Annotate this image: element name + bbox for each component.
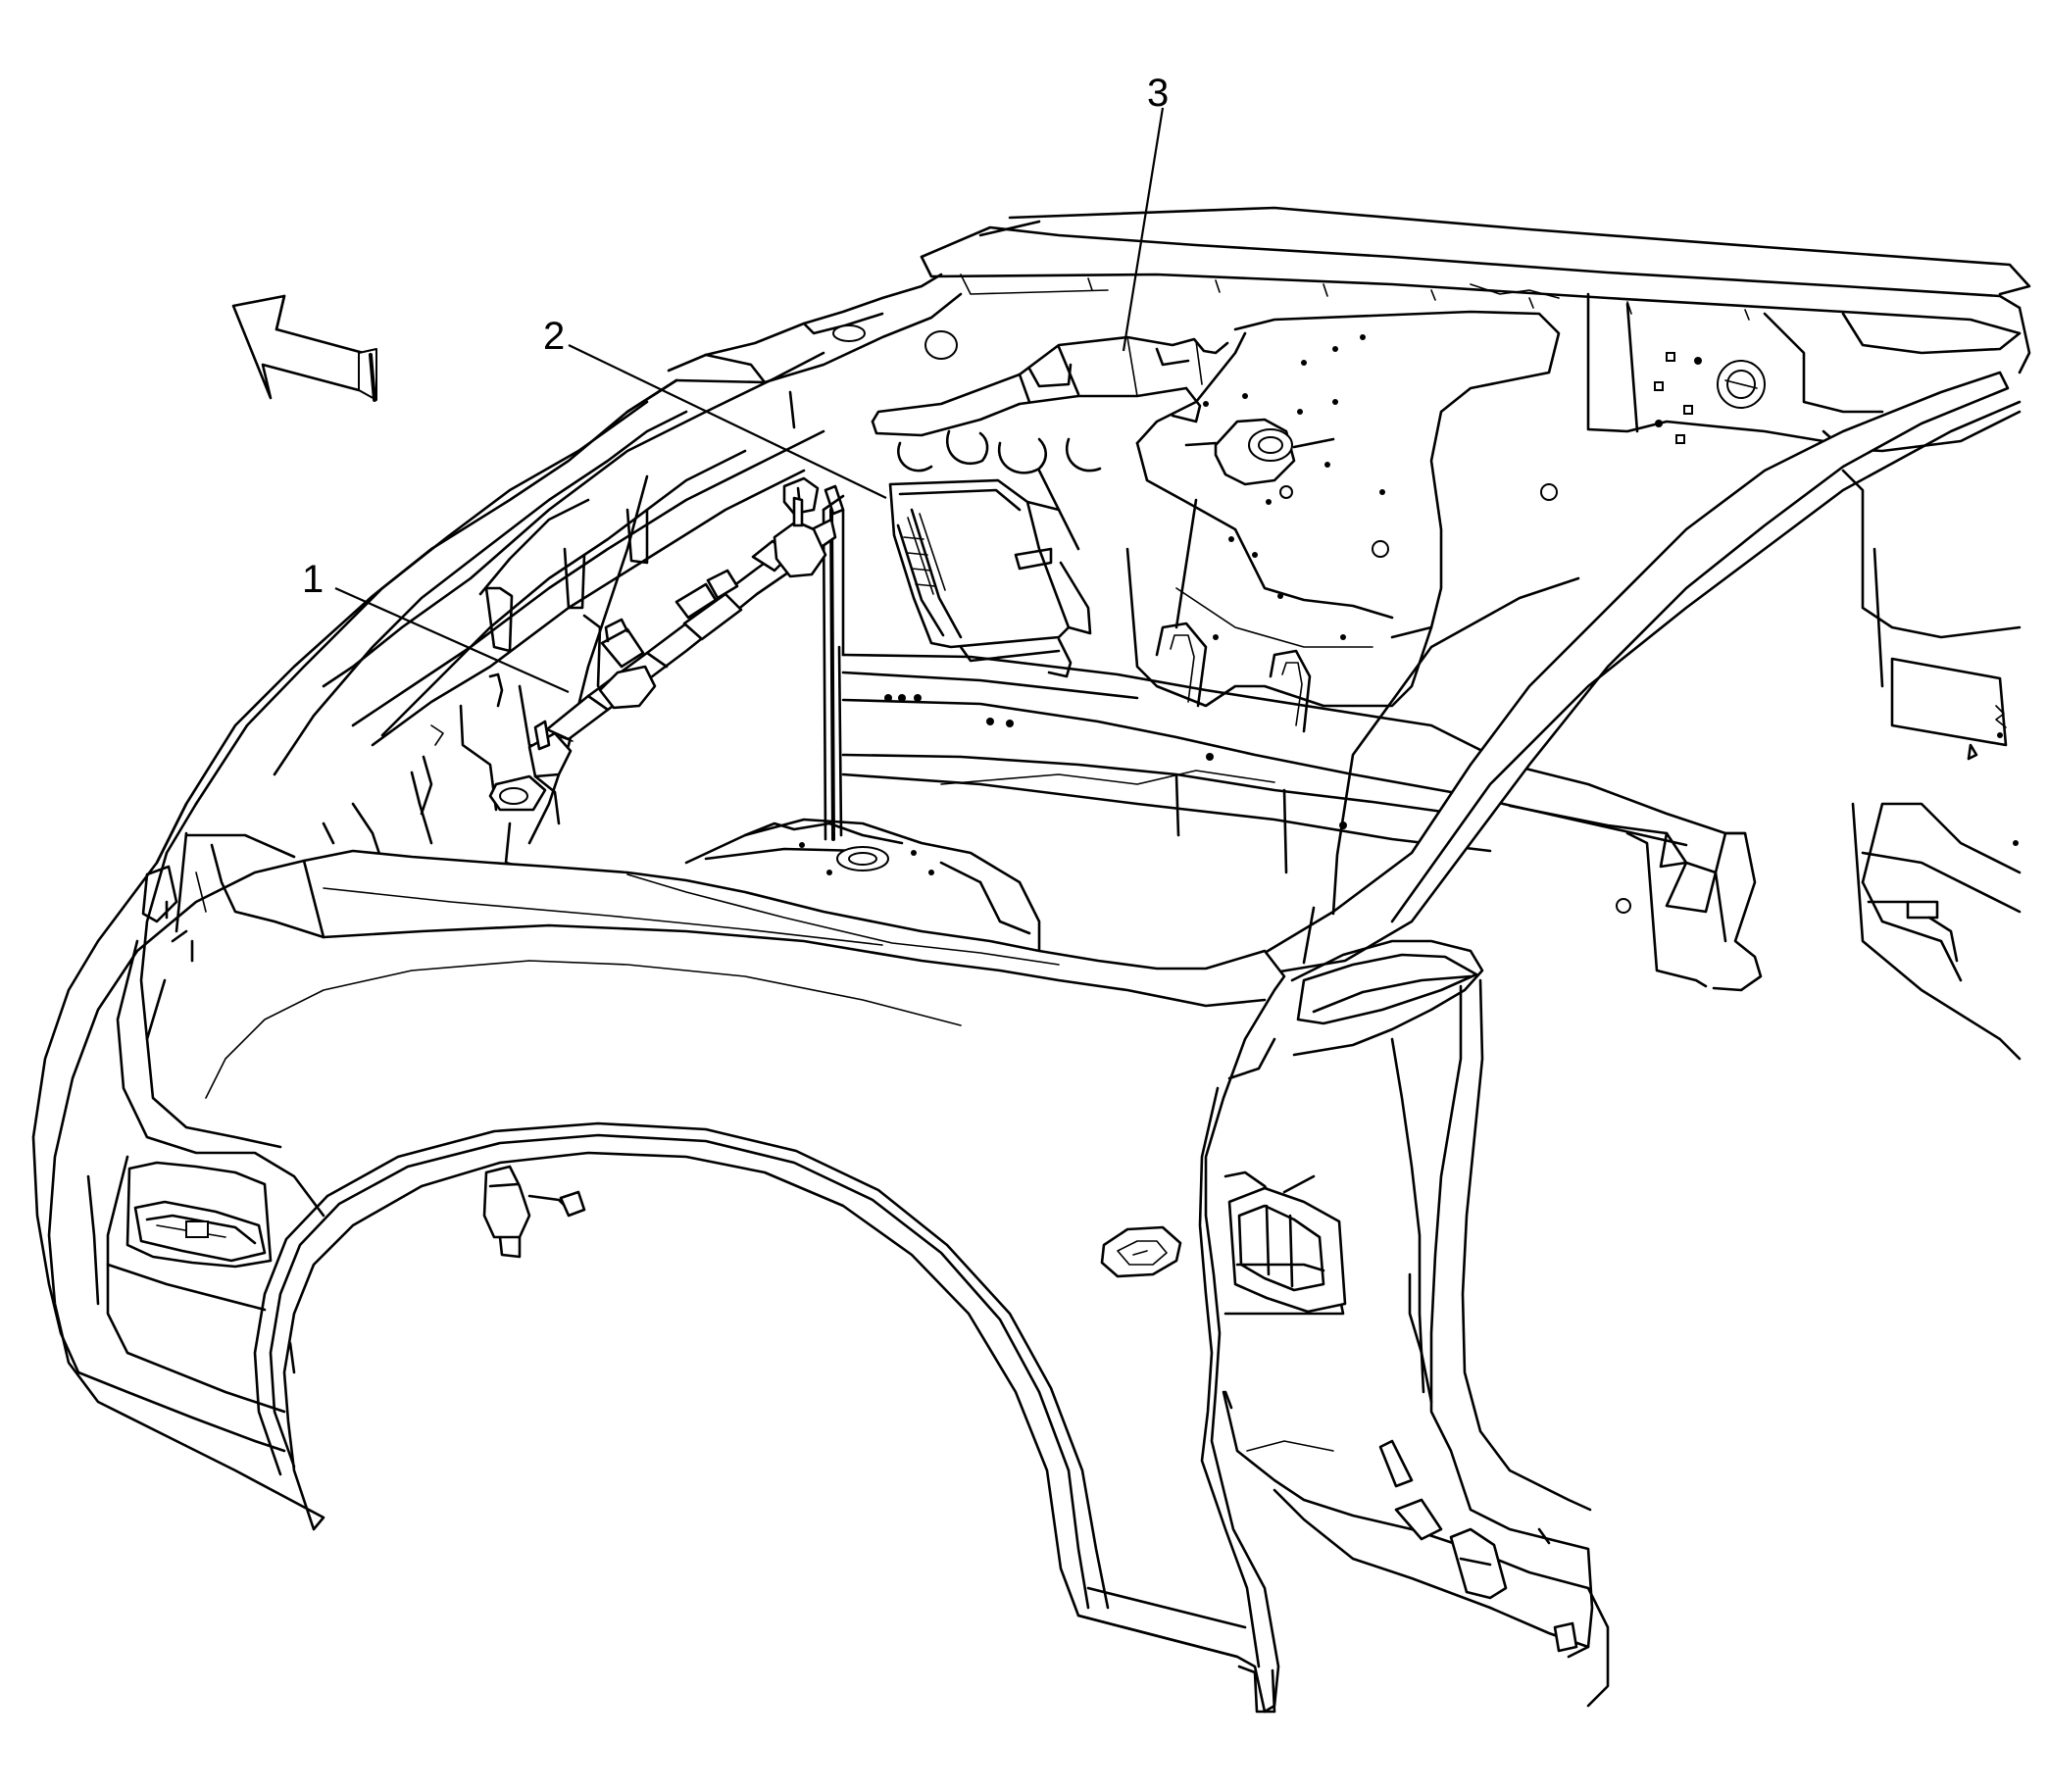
- front-bumper-fascia: [31, 802, 325, 1453]
- right-inner-panel: [1540, 292, 2022, 1061]
- radiator-upper-hose-assembly: [488, 476, 845, 825]
- frame-rail: [837, 645, 1763, 992]
- wheelhouse-floor: [482, 818, 1041, 1259]
- cowl-panel: [920, 206, 2031, 374]
- leader-3: [1122, 107, 1165, 352]
- callout-leaders: [334, 107, 1165, 694]
- right-fender-inner-liner: [1222, 939, 1610, 1708]
- callout-labels: 1 2 3: [302, 72, 1169, 601]
- callout-1: 1: [302, 558, 324, 601]
- hood-hinge-arm: [1263, 371, 2022, 974]
- strut-post: [822, 508, 845, 841]
- callout-2: 2: [543, 315, 565, 358]
- leader-2: [568, 344, 887, 499]
- callout-3: 3: [1147, 72, 1169, 115]
- strut-tower: [1125, 310, 1561, 733]
- front-fender: [47, 849, 1286, 1714]
- engine-control-module-bracket: [871, 335, 1229, 678]
- front-direction-arrow-icon: [231, 294, 377, 402]
- leader-1: [334, 586, 570, 694]
